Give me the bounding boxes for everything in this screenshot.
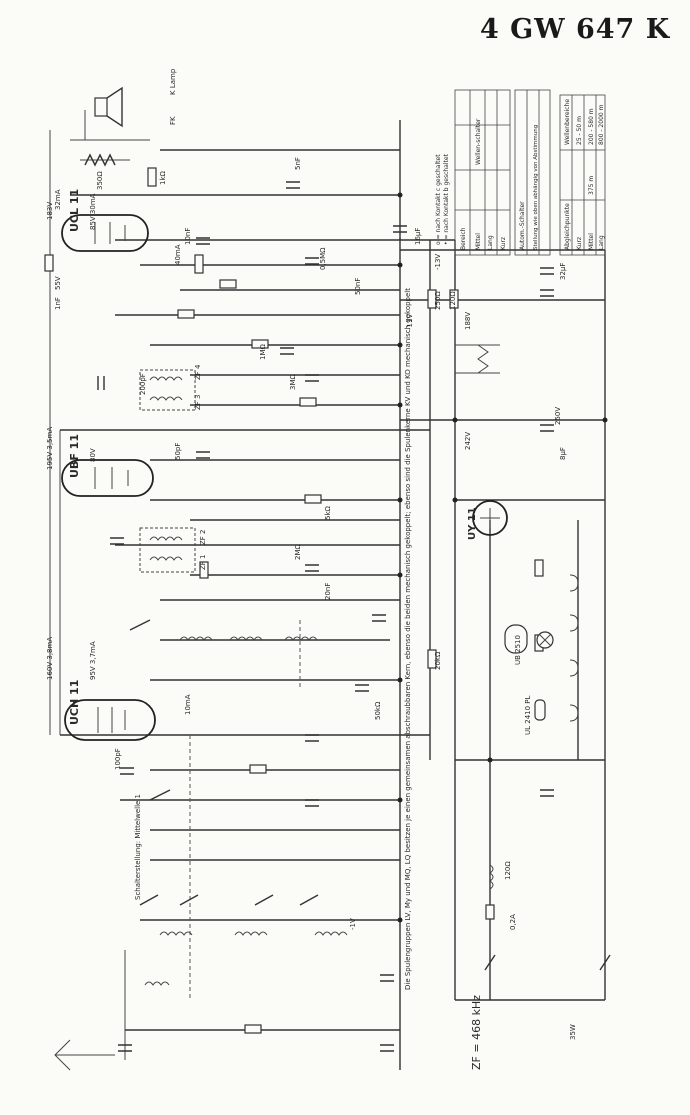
label-cap-200pf: 200pF [139, 373, 147, 395]
label-ub2510: UB 2510 [514, 635, 522, 665]
label-voltage-195v: 195V 3,5mA [46, 427, 54, 470]
label-cap-5nf: 5nF [294, 157, 302, 170]
label-voltage-183v: 183V [46, 202, 54, 220]
capacitors [97, 181, 554, 1052]
label-zf3: ZF 3 [194, 394, 202, 410]
switch-legend-b: • = nach Kontakt b geschaltet [443, 153, 450, 245]
switch-legend-c: o = nach Kontakt c geschaltet [435, 154, 442, 245]
label-current-10ma: 10mA [184, 694, 192, 715]
label-current-40ma: 40mA [174, 244, 182, 265]
label-tube-uy11: UY 11 [467, 507, 478, 540]
if-frequency-note: ZF = 468 kHz [470, 995, 483, 1070]
wave-table-lang-range: 800 - 2000 m [598, 104, 605, 145]
tube-uch11 [64, 699, 156, 741]
switch-table-autom: Autom.-Schalter [519, 201, 526, 250]
label-res-3m: 3MΩ [289, 374, 297, 390]
label-cap-1nf: 1nF [54, 297, 62, 310]
label-cap-50nf: 50nF [354, 278, 362, 295]
input-coils [144, 931, 348, 986]
switch-position-note: Schalterstellung: Mittelwelle 1 [134, 794, 142, 900]
label-cap-8uf: 8µF [559, 447, 567, 460]
oscillator-coils [179, 636, 318, 641]
label-res-2m: 2MΩ [294, 544, 302, 560]
coil-note: Die Spulengruppen LV, My und MQ, LQ besi… [404, 288, 412, 990]
switch-table-header-bereich: Bereich [460, 227, 467, 250]
pilot-lamps [504, 624, 554, 721]
label-voltage-minus1: -1V [349, 918, 357, 930]
label-voltage-minus11: -11V [406, 314, 414, 330]
label-voltage-250v: 250V [554, 407, 562, 425]
label-res-120-choke: 120Ω [504, 861, 512, 880]
label-res-250: 250Ω [434, 291, 442, 310]
label-res-50k: 50kΩ [374, 701, 382, 720]
label-voltage-188v: 188V [464, 312, 472, 330]
label-zf2: ZF 2 [199, 529, 207, 545]
model-title: 4 GW 647 K [480, 14, 671, 45]
label-cap-20nf: 20nF [324, 583, 332, 600]
switch-table [454, 89, 551, 256]
label-tube-ucl11: UCL 11 [68, 189, 81, 232]
wave-table-mittel: Mittel [588, 233, 595, 250]
wavelength-table [559, 94, 606, 256]
label-res-20k: 20kΩ [434, 651, 442, 670]
label-tube-uch11: UCH 11 [68, 680, 81, 725]
wave-table-header-ranges: Wellenbereiche [564, 99, 571, 145]
tube-ubf11 [61, 459, 154, 497]
tube-ucl11 [61, 214, 149, 252]
label-power-35w: 35W [569, 1024, 577, 1040]
wave-switch [129, 619, 611, 971]
label-voltage-95v: 95V 3,7mA [89, 641, 97, 680]
label-tube-ubf11: UBF 11 [68, 434, 81, 478]
label-res-1k: 1kΩ [159, 170, 167, 185]
label-res-5k: 5kΩ [324, 505, 332, 520]
label-k-lamp: K Lamp [169, 68, 177, 95]
label-voltage-55v: 55V [54, 276, 62, 290]
field-coil [455, 344, 500, 374]
switch-table-row-mittel: Mittel [475, 233, 482, 250]
label-cap-16uf: 16µF [414, 228, 422, 245]
wave-table-kurz: Kurz [576, 237, 583, 250]
label-voltage-85v: 85V 30mA [89, 193, 97, 230]
if-transformer-zf34 [139, 369, 196, 411]
switch-table-row-kurz: Kurz [500, 237, 507, 250]
label-ul2410: UL 2410 PL [524, 695, 532, 735]
if-transformer-zf12 [139, 527, 196, 573]
speaker-icon [70, 86, 150, 141]
label-voltage-160v: 160V 3,8mA [46, 637, 54, 680]
label-voltage-minus13: -13V [434, 254, 442, 270]
label-cap-100pf: 100pF [114, 748, 122, 770]
wave-table-lang: Lang [598, 235, 605, 250]
heater-filaments [569, 574, 579, 722]
label-cap-50pf: 50pF [174, 443, 182, 460]
mains-choke [485, 864, 495, 920]
wave-table-kurz-range: 25 - 50 m [576, 116, 583, 145]
label-res-120: 120Ω [449, 291, 457, 310]
label-fk: FK [169, 116, 177, 125]
label-zf4: ZF 4 [194, 364, 202, 380]
label-res-05m: 0,5MΩ [319, 247, 327, 270]
label-res-350: 350Ω [96, 171, 104, 190]
label-voltage-242v: 242V [464, 432, 472, 450]
output-transformer [84, 153, 116, 167]
switch-table-stellung: Stellung wie oben abhängig von Abstimmun… [533, 125, 539, 250]
wave-table-header-points: Abgleichpunkte [564, 203, 571, 250]
label-cap-32uf: 32µF [559, 263, 567, 280]
wave-table-mittel-point: 375 m [588, 176, 595, 195]
switch-table-row-lang: Lang [487, 235, 494, 250]
label-zf1: ZF 1 [199, 554, 207, 570]
label-voltage-80v: 80V [89, 448, 97, 462]
label-cap-10nf: 10nF [184, 228, 192, 245]
label-res-1m: 1MΩ [259, 344, 267, 360]
antenna-arrow [54, 1039, 115, 1071]
label-fuse-02a: 0,2A [509, 914, 517, 930]
tube-uy11 [472, 500, 508, 536]
switch-table-header-wellenschalter: Wellen-schalter [475, 118, 482, 165]
wave-table-mittel-range: 200 - 580 m [588, 108, 595, 145]
label-current-32ma: 32mA [54, 189, 62, 210]
